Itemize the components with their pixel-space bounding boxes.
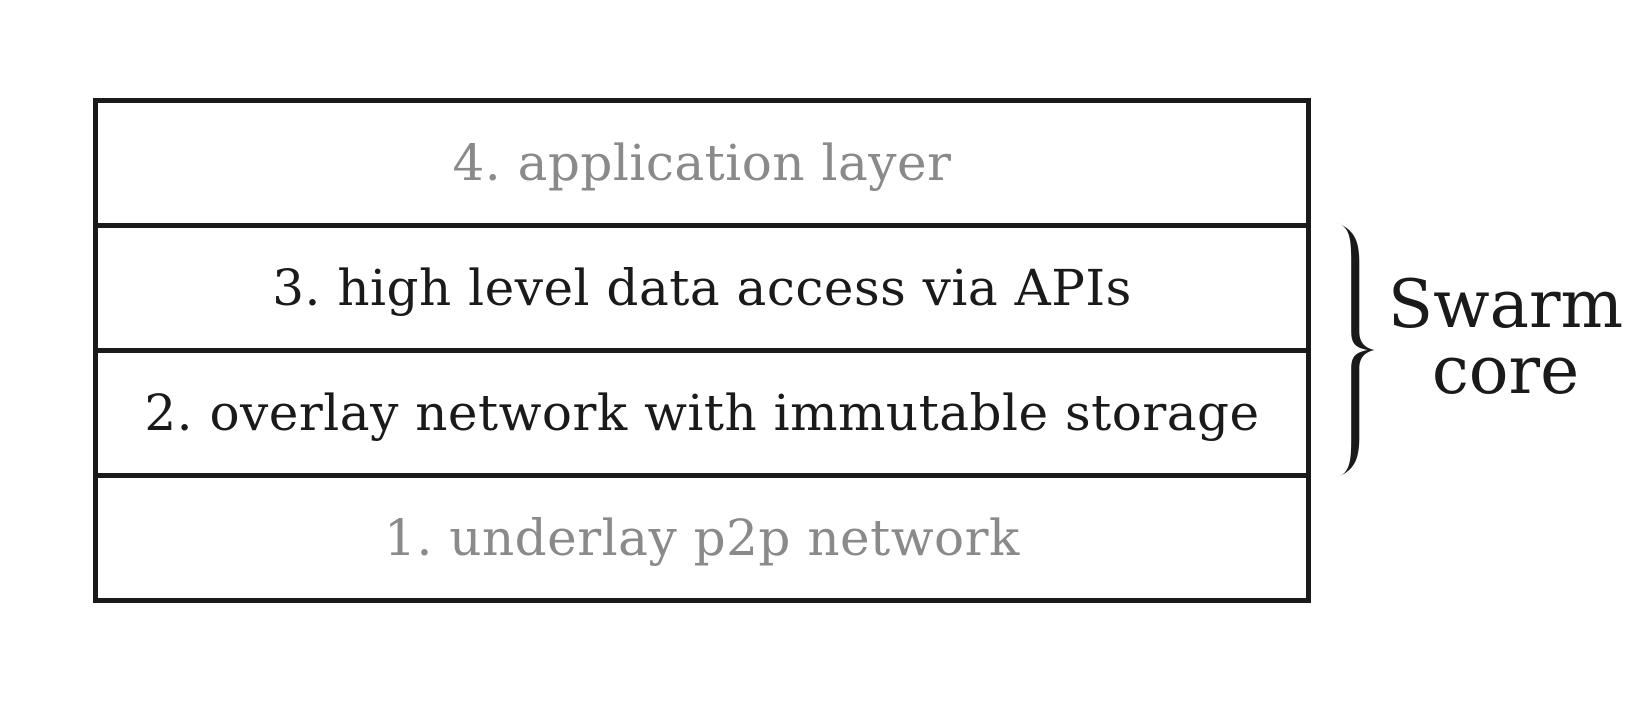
layer-api-access: 3. high level data access via APIs xyxy=(98,228,1306,353)
swarm-core-label: Swarm core xyxy=(1378,272,1633,404)
layer-overlay-network: 2. overlay network with immutable storag… xyxy=(98,353,1306,478)
layer-application-label: 4. application layer xyxy=(452,134,952,192)
layer-overlay-network-label: 2. overlay network with immutable storag… xyxy=(144,384,1260,442)
layer-api-access-label: 3. high level data access via APIs xyxy=(272,259,1132,317)
curly-brace-icon xyxy=(1326,221,1380,479)
layer-underlay-network: 1. underlay p2p network xyxy=(98,478,1306,598)
swarm-core-label-line2: core xyxy=(1431,332,1580,409)
layer-application: 4. application layer xyxy=(98,103,1306,228)
layer-stack-box: 4. application layer 3. high level data … xyxy=(93,98,1311,603)
swarm-core-label-line1: Swarm xyxy=(1387,266,1624,343)
layer-underlay-network-label: 1. underlay p2p network xyxy=(384,509,1020,567)
